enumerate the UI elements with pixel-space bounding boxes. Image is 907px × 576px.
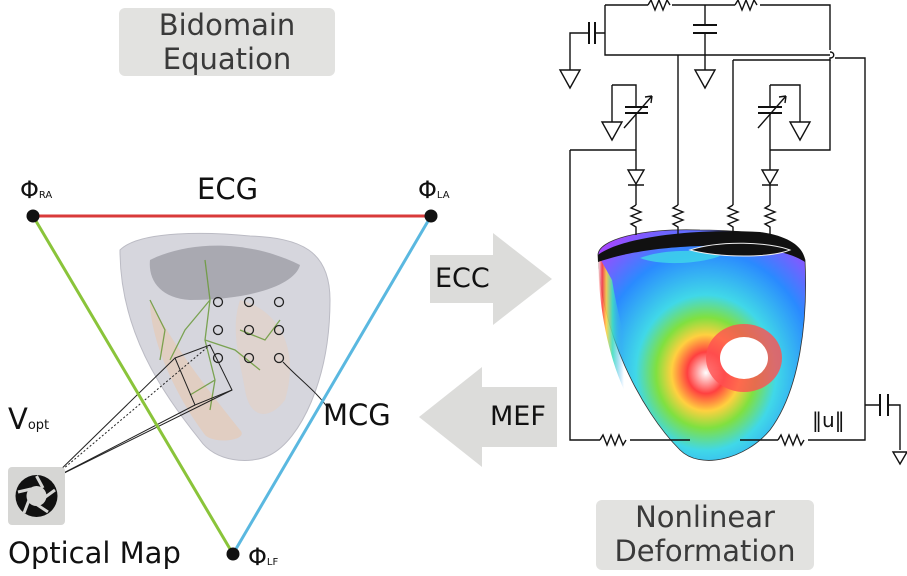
camera-aperture-icon — [8, 467, 65, 525]
resistor-icon — [671, 204, 685, 235]
ecg-label: ECG — [197, 172, 259, 206]
phi-la-label: ΦLA — [418, 176, 450, 204]
vopt-label: Vopt — [8, 402, 49, 436]
phi-lf-sub: LF — [266, 557, 279, 568]
purkinje-fibers — [149, 259, 281, 411]
deformed-heart — [597, 229, 806, 461]
vopt-main: V — [8, 402, 28, 436]
lead-la-lf — [231, 215, 433, 555]
node-lf — [226, 547, 240, 561]
norm-u-label: ‖u‖ — [812, 408, 845, 432]
lead-ra-lf — [31, 215, 235, 555]
mef-arrow — [419, 367, 557, 467]
mcg-label: MCG — [323, 398, 391, 432]
ground-icon — [693, 69, 717, 90]
phi-la-sub: LA — [436, 190, 450, 201]
bidomain-line2: Equation — [162, 42, 292, 76]
nonlinear-deformation-box: Nonlinear Deformation — [596, 500, 814, 570]
nonlinear-line2: Deformation — [614, 534, 796, 568]
diode-icon — [626, 169, 646, 186]
phi-lf-symbol: Φ — [248, 543, 267, 571]
phi-ra-label: ΦRA — [20, 176, 52, 204]
resistor-icon — [629, 204, 643, 235]
resistor-icon — [777, 433, 805, 447]
optical-map-label: Optical Map — [8, 536, 181, 570]
resistor-icon — [763, 204, 777, 235]
mcg-sensor-grid — [212, 296, 329, 409]
vopt-sub: opt — [27, 418, 50, 433]
ground-icon — [558, 69, 582, 90]
optical-view-cone — [49, 344, 233, 481]
nonlinear-line1: Nonlinear — [635, 500, 775, 534]
mef-label: MEF — [490, 401, 546, 432]
bidomain-equation-box: Bidomain Equation — [119, 8, 335, 76]
phi-ra-sub: RA — [38, 190, 53, 201]
ground-icon — [600, 121, 624, 142]
ground-icon — [891, 451, 907, 466]
node-la — [424, 209, 438, 223]
bidomain-line1: Bidomain — [158, 8, 296, 42]
phi-lf-label: ΦLF — [248, 543, 278, 571]
node-ra — [26, 209, 40, 223]
einthoven-triangle — [26, 209, 438, 561]
resistor-icon — [599, 433, 627, 447]
phi-ra-symbol: Φ — [20, 176, 39, 204]
ground-icon — [788, 121, 812, 142]
resistor-icon — [734, 0, 758, 12]
ecc-label: ECC — [435, 263, 490, 294]
phi-la-symbol: Φ — [418, 176, 437, 204]
circuit — [558, 0, 907, 466]
transparent-heart — [119, 232, 331, 461]
diode-icon — [760, 169, 780, 186]
resistor-icon — [647, 0, 671, 12]
ecc-arrow — [430, 233, 552, 325]
resistor-icon — [726, 204, 740, 235]
